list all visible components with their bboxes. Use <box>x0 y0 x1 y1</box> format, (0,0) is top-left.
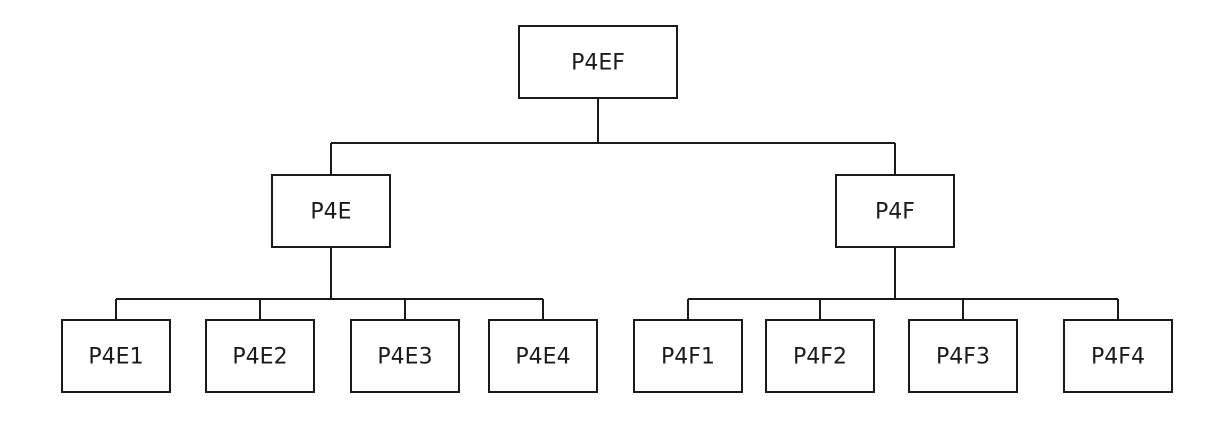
tree-nodes: P4EF P4E P4E1 P4E2 P4E3 P4E4 P4F P4F1 P4F2 P4F3 P4… <box>61 25 1173 393</box>
node-box <box>765 319 875 393</box>
node-p4ef: P4EF <box>518 25 678 99</box>
node-p4f2: P4F2 <box>765 319 875 393</box>
node-label: P4F <box>875 200 915 225</box>
node-label: P4E1 <box>88 345 143 370</box>
node-label: P4F1 <box>661 345 715 370</box>
node-p4f1: P4F1 <box>633 319 743 393</box>
node-label: P4EF <box>571 51 625 76</box>
node-box <box>633 319 743 393</box>
node-p4f4: P4F4 <box>1063 319 1173 393</box>
node-box <box>518 25 678 99</box>
node-label: P4E3 <box>377 345 432 370</box>
node-label: P4E2 <box>232 345 287 370</box>
node-p4f: P4F <box>835 174 955 248</box>
node-box <box>205 319 315 393</box>
connector-lines <box>115 98 1119 320</box>
node-box <box>835 174 955 248</box>
node-box <box>488 319 598 393</box>
node-p4e3: P4E3 <box>350 319 460 393</box>
node-label: P4F4 <box>1091 345 1145 370</box>
node-label: P4F3 <box>936 345 990 370</box>
node-p4f3: P4F3 <box>908 319 1018 393</box>
node-label: P4E4 <box>515 345 570 370</box>
node-p4e2: P4E2 <box>205 319 315 393</box>
node-p4e4: P4E4 <box>488 319 598 393</box>
node-p4e1: P4E1 <box>61 319 171 393</box>
node-box <box>1063 319 1173 393</box>
node-box <box>271 174 391 248</box>
node-label: P4E <box>310 200 351 225</box>
node-label: P4F2 <box>793 345 847 370</box>
node-box <box>908 319 1018 393</box>
node-box <box>61 319 171 393</box>
node-p4e: P4E <box>271 174 391 248</box>
node-box <box>350 319 460 393</box>
